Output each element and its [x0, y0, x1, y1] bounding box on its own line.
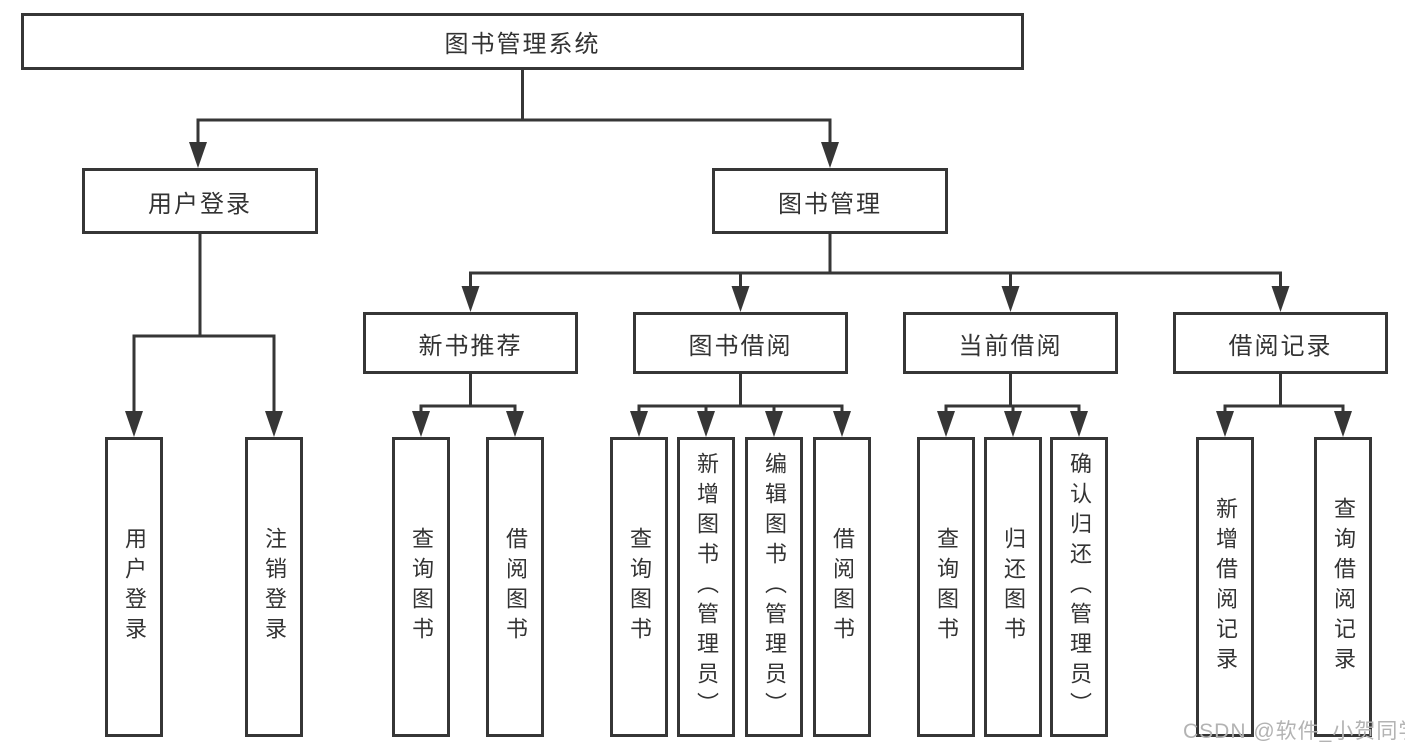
node-current-borrow: 当前借阅: [903, 312, 1118, 374]
node-br-add-record: 新增借阅记录: [1196, 437, 1254, 737]
node-bb-edit-book: 编辑图书（管理员）: [745, 437, 803, 737]
node-book-borrow: 图书借阅: [633, 312, 848, 374]
node-user-login: 用户登录: [82, 168, 318, 234]
node-login: 用户登录: [105, 437, 163, 737]
node-br-query-record: 查询借阅记录: [1314, 437, 1372, 737]
node-nbr-borrow-book: 借阅图书: [486, 437, 544, 737]
node-nbr-query-book: 查询图书: [392, 437, 450, 737]
node-bb-add-book: 新增图书（管理员）: [677, 437, 735, 737]
arrowheads: [125, 142, 1352, 437]
node-bb-query-book: 查询图书: [610, 437, 668, 737]
node-book-management: 图书管理: [712, 168, 948, 234]
node-new-book-recommend: 新书推荐: [363, 312, 578, 374]
node-cb-query-book: 查询图书: [917, 437, 975, 737]
node-bb-borrow-book: 借阅图书: [813, 437, 871, 737]
node-root: 图书管理系统: [21, 13, 1024, 70]
node-cb-return-book: 归还图书: [984, 437, 1042, 737]
csdn-watermark: CSDN @软件_小贺同学: [1183, 720, 1405, 743]
node-cb-confirm-return: 确认归还（管理员）: [1050, 437, 1108, 737]
node-logout: 注销登录: [245, 437, 303, 737]
node-borrow-records: 借阅记录: [1173, 312, 1388, 374]
